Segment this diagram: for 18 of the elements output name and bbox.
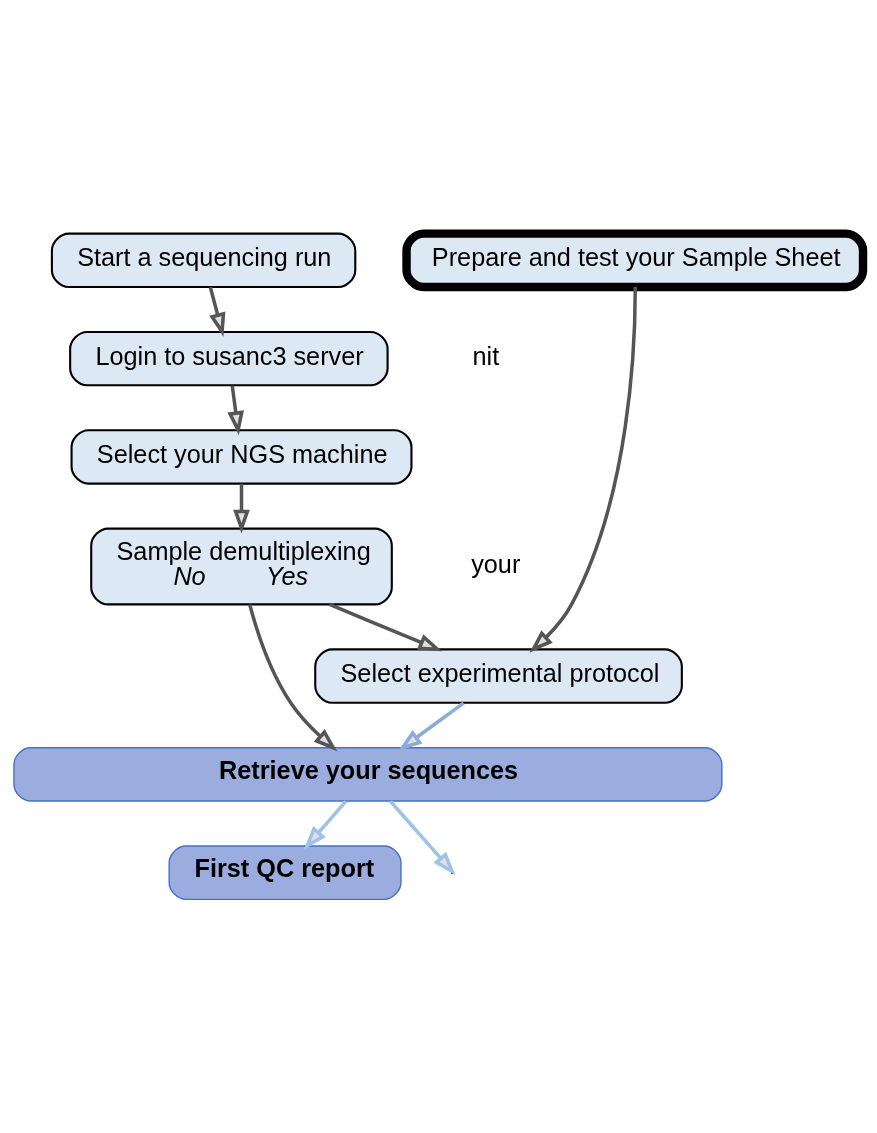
node-box: Login to susanc3 server: [69, 330, 389, 387]
arrow: [248, 604, 338, 752]
arrow: [398, 701, 465, 751]
node-box: Select experimental protocol: [314, 648, 683, 704]
arrow: [303, 800, 348, 850]
node-box: First QC report: [168, 845, 402, 901]
label: your: [471, 549, 521, 578]
node-box: Start a sequencing run: [50, 232, 357, 289]
arrow: [529, 287, 638, 653]
arrow: [227, 385, 244, 436]
arrow: [208, 286, 226, 337]
label: nit: [472, 341, 500, 370]
node-box: Sample demultiplexing No Yes: [90, 527, 393, 606]
node-box: Select your NGS machine: [70, 429, 413, 485]
node-box: Retrieve your sequences: [13, 747, 723, 802]
arrow: [233, 483, 250, 534]
node-box: Prepare and test your Sample Sheet: [402, 229, 868, 292]
arrow: [328, 602, 443, 652]
